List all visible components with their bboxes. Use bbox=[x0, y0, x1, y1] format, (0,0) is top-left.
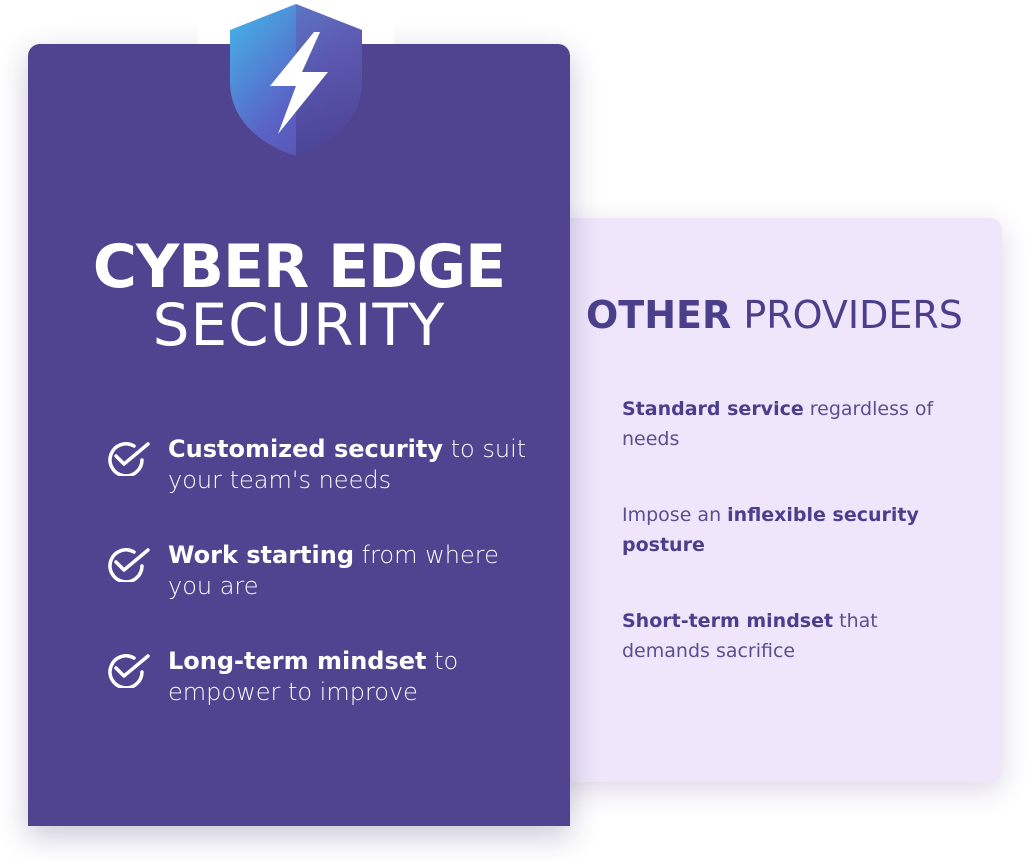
shield-lightning-icon bbox=[230, 4, 362, 156]
benefit-item: Long-term mindset to empower to improve bbox=[104, 646, 544, 752]
check-circle-icon bbox=[108, 442, 150, 476]
other-providers-card bbox=[540, 218, 1002, 782]
other-providers-title: OTHER PROVIDERS bbox=[586, 293, 963, 337]
check-circle-icon bbox=[108, 654, 150, 688]
drawback-item: Short-term mindset that demands sacrific… bbox=[622, 610, 878, 662]
drawback-item: Standard service regardless of needs bbox=[622, 398, 934, 450]
benefit-text: Work starting from where you are bbox=[168, 541, 499, 600]
drawback-item: Impose an inflexible security posture bbox=[622, 504, 919, 556]
benefit-item: Work starting from where you are bbox=[104, 540, 544, 646]
cyber-edge-card bbox=[28, 44, 570, 826]
brand-title: CYBER EDGE bbox=[92, 232, 506, 302]
check-circle-icon bbox=[108, 548, 150, 582]
drawback-list: Standard service regardless of needs Imp… bbox=[622, 394, 952, 712]
benefit-list: Customized security to suit your team's … bbox=[104, 434, 544, 752]
benefit-item: Customized security to suit your team's … bbox=[104, 434, 544, 540]
benefit-text: Customized security to suit your team's … bbox=[168, 435, 527, 494]
benefit-text: Long-term mindset to empower to improve bbox=[168, 647, 459, 706]
brand-subtitle: SECURITY bbox=[152, 291, 446, 359]
